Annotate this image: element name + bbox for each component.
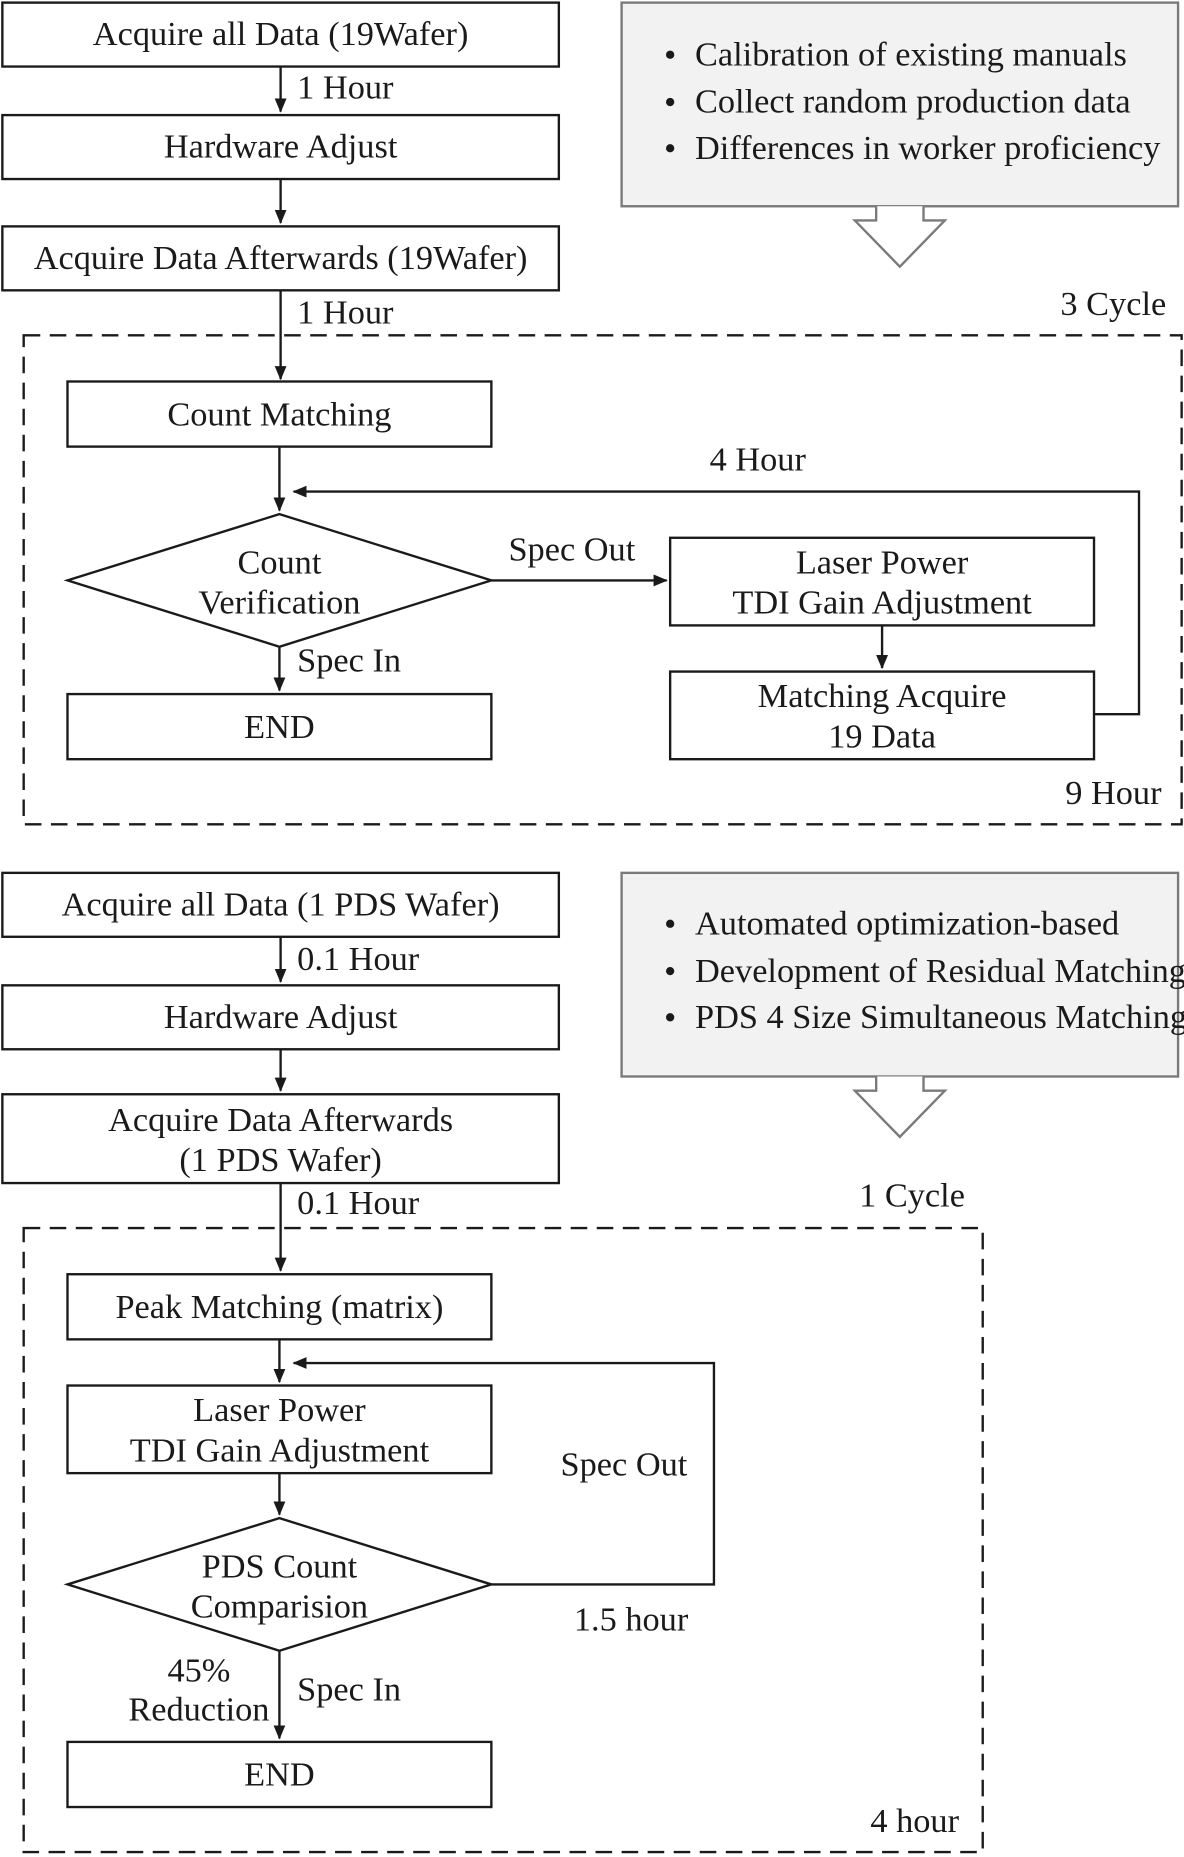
bottom-reduction-line2: Reduction: [128, 1691, 269, 1729]
top-end-label: END: [244, 708, 315, 746]
bottom-total-time: 4 hour: [870, 1802, 959, 1840]
top-acquire-all-label: Acquire all Data (19Wafer): [93, 15, 469, 53]
bottom-note-box: Automated optimization-based Development…: [620, 871, 1184, 1139]
top-acquire-after-box: [1, 225, 561, 292]
bottom-hardware-adjust-box: [1, 984, 561, 1051]
bottom-loop-time: 1.5 hour: [574, 1601, 689, 1639]
top-spec-in-label: Spec In: [297, 642, 401, 680]
bottom-laser-line1: Laser Power: [193, 1391, 366, 1429]
top-cycle-frame: [22, 334, 1183, 826]
top-total-time: 9 Hour: [1065, 774, 1162, 812]
improved-process-flow: Automated optimization-based Development…: [1, 871, 1184, 1854]
bottom-laser-line2: TDI Gain Adjustment: [130, 1431, 430, 1469]
bottom-peak-matching-label: Peak Matching (matrix): [115, 1288, 443, 1326]
bottom-laser-power-box: [66, 1384, 493, 1475]
top-match-line1: Matching Acquire: [758, 677, 1007, 715]
bottom-time-1: 0.1 Hour: [297, 940, 420, 978]
top-match-line2: 19 Data: [828, 717, 936, 755]
top-time-2: 1 Hour: [297, 293, 394, 331]
top-cycle-label: 3 Cycle: [1060, 285, 1166, 323]
top-loop-time: 4 Hour: [710, 440, 807, 478]
top-matching-acquire-box: [668, 670, 1096, 761]
bottom-cycle-label: 1 Cycle: [859, 1177, 965, 1215]
current-process-flow: Calibration of existing manuals Collect …: [1, 1, 1183, 826]
bottom-cycle-frame: [22, 1226, 984, 1854]
top-end-box: [66, 692, 493, 761]
bottom-spec-out-label: Spec Out: [561, 1446, 688, 1484]
top-note-item: Collect random production data: [695, 83, 1131, 121]
top-spec-out-label: Spec Out: [508, 530, 635, 568]
bottom-end-box: [66, 1740, 493, 1809]
bottom-acquire-after-box: [1, 1093, 561, 1185]
top-hardware-adjust-label: Hardware Adjust: [164, 128, 398, 166]
top-acquire-all-box: [1, 1, 561, 68]
bottom-hardware-adjust-label: Hardware Adjust: [164, 998, 398, 1036]
bottom-reduction-line1: 45%: [167, 1652, 230, 1690]
bottom-spec-in-label: Spec In: [297, 1670, 401, 1708]
bottom-acquire-after-line1: Acquire Data Afterwards: [108, 1101, 453, 1139]
bottom-acquire-all-box: [1, 871, 561, 938]
bottom-note-item: Automated optimization-based: [695, 904, 1119, 942]
top-laser-line2: TDI Gain Adjustment: [732, 584, 1032, 622]
top-laser-power-box: [668, 536, 1096, 627]
top-time-1: 1 Hour: [297, 69, 394, 107]
top-note-item: Differences in worker proficiency: [695, 129, 1161, 167]
bottom-time-2: 0.1 Hour: [297, 1184, 420, 1222]
top-verify-line2: Verification: [198, 584, 360, 622]
top-note-item: Calibration of existing manuals: [695, 35, 1127, 73]
top-count-matching-label: Count Matching: [167, 395, 391, 433]
top-note-box: Calibration of existing manuals Collect …: [620, 1, 1180, 269]
top-verify-line1: Count: [237, 543, 321, 581]
bottom-compare-line1: PDS Count: [202, 1547, 358, 1585]
top-acquire-after-label: Acquire Data Afterwards (19Wafer): [34, 239, 528, 277]
bottom-peak-matching-box: [66, 1273, 493, 1341]
top-laser-line1: Laser Power: [796, 543, 969, 581]
top-count-matching-box: [66, 380, 493, 448]
bottom-acquire-all-label: Acquire all Data (1 PDS Wafer): [62, 885, 500, 923]
bottom-note-item: PDS 4 Size Simultaneous Matching: [695, 998, 1184, 1036]
bottom-end-label: END: [244, 1756, 315, 1794]
bottom-acquire-after-line2: (1 PDS Wafer): [179, 1141, 382, 1179]
bottom-compare-line2: Comparision: [191, 1588, 368, 1626]
bottom-note-item: Development of Residual Matching: [695, 952, 1184, 990]
